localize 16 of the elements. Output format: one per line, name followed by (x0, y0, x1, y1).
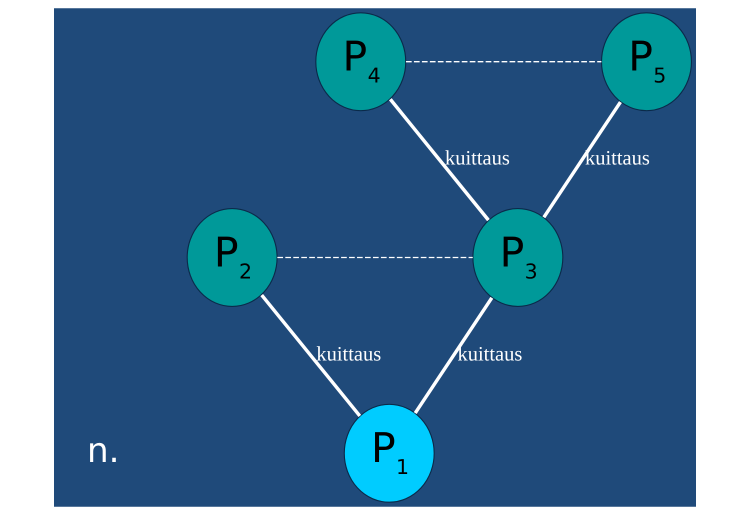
edge-label: kuittaus (584, 148, 650, 170)
node-circle: P$_{2}$ (186, 208, 278, 308)
label: n. (86, 430, 119, 471)
node-circle: P$_{4}$ (314, 12, 406, 112)
connector (388, 98, 490, 222)
connector (405, 61, 601, 62)
connector (276, 256, 472, 258)
edge-label: kuittaus (457, 343, 522, 366)
node-circle: P$_{1}$ (343, 404, 434, 503)
connector (542, 101, 622, 218)
edge-label: kuittaus (444, 148, 510, 170)
node-circle: P$_{3}$ (472, 208, 563, 308)
node-circle: P$_{5}$ (600, 12, 692, 112)
edge-label: kuittaus (316, 343, 381, 366)
connector (413, 296, 493, 414)
connector (260, 294, 361, 417)
